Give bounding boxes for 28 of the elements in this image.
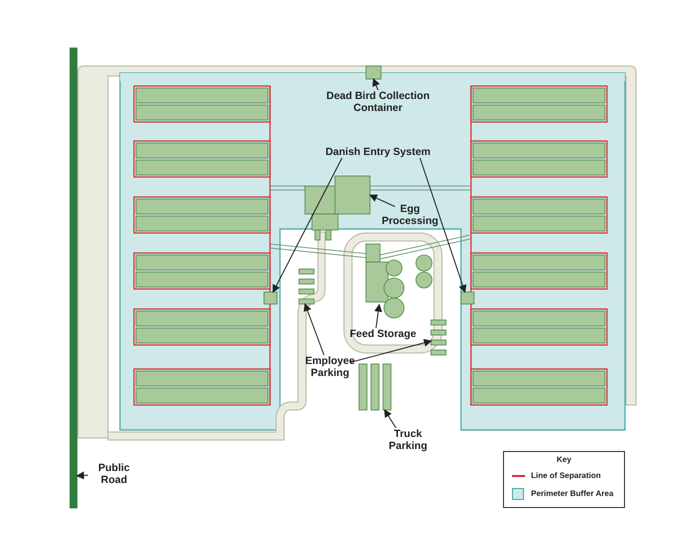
road-strip: [70, 48, 78, 508]
callout-label: Danish Entry System: [318, 146, 438, 158]
site-structure: [304, 176, 370, 240]
callout-label: Truck Parking: [378, 428, 438, 452]
callout-label: Dead Bird Collection Container: [326, 90, 430, 114]
site-structure: [358, 364, 392, 410]
leader-arrow: [374, 304, 382, 328]
leader-arrow: [372, 78, 380, 90]
leader-arrow: [350, 338, 432, 363]
callout-label: Egg Processing: [380, 203, 440, 227]
leader-arrow: [369, 194, 396, 208]
site-structure: [366, 244, 432, 318]
callout-label: Public Road: [88, 462, 140, 486]
site-structure: [430, 320, 446, 356]
leader-arrow: [272, 158, 342, 293]
leader-arrow: [384, 409, 396, 428]
site-structure: [366, 66, 382, 80]
site-structure: [264, 292, 278, 304]
legend-label: Line of Separation: [531, 471, 601, 480]
site-structure: [298, 268, 314, 304]
key-title: Key: [556, 455, 572, 464]
legend-label: Perimeter Buffer Area: [531, 489, 614, 498]
leader-arrow: [420, 158, 466, 293]
leader-arrow: [304, 303, 324, 356]
callout-label: Employee Parking: [300, 355, 360, 379]
callout-label: Feed Storage: [348, 328, 418, 340]
site-structure: [460, 292, 474, 304]
leader-arrow: [76, 471, 88, 480]
